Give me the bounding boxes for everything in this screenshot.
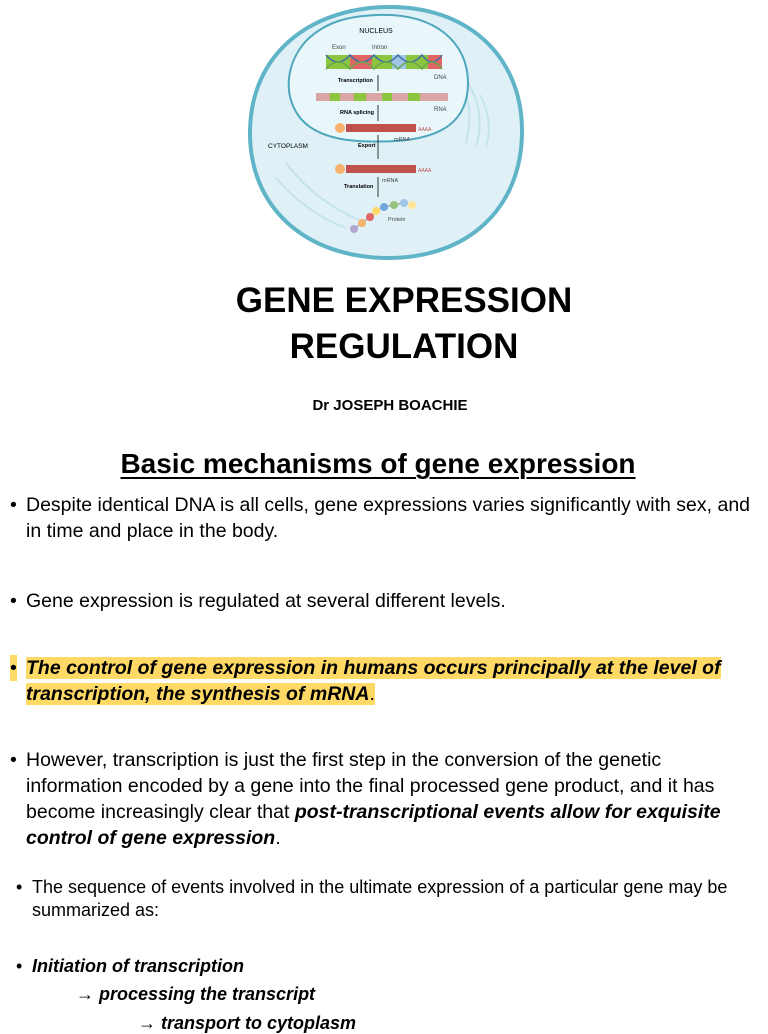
- bullet-text: Initiation of transcription: [32, 956, 244, 976]
- protein-label: Protein: [388, 217, 405, 223]
- title-line-1: GENE EXPRESSION: [235, 281, 573, 320]
- bullet-text: The sequence of events involved in the u…: [32, 877, 728, 920]
- rna-label: RNA: [434, 107, 447, 113]
- intron-label: Intron: [372, 45, 387, 51]
- gene-expression-cell-diagram: NUCLEUS Exon Intron DNA Transcription RN…: [247, 4, 525, 261]
- step-processing-transcript: → processing the transcript: [76, 984, 316, 1004]
- pre-mrna: [316, 93, 448, 101]
- bullet-text: Despite identical DNA is all cells, gene…: [26, 494, 751, 542]
- exon-label: Exon: [332, 45, 346, 51]
- bullet-item-6: • Initiation of transcription: [16, 955, 768, 978]
- slide-title: GENE EXPRESSION REGULATION: [0, 278, 768, 370]
- dna-label: DNA: [434, 75, 447, 81]
- emphasis-text: post-transcriptional events allow for ex…: [26, 801, 721, 849]
- bullet-tail: .: [369, 683, 375, 705]
- mrna-label-2: mRNA: [382, 178, 399, 184]
- bullet-text: However, transcription is just the first…: [26, 749, 715, 823]
- bullet-tail: .: [275, 827, 281, 849]
- author-name: Dr JOSEPH BOACHIE: [312, 397, 468, 414]
- bullet-item-5: • The sequence of events involved in the…: [16, 876, 762, 922]
- rna-splicing-label: RNA splicing: [340, 110, 374, 116]
- bullet-dot: •: [10, 590, 17, 612]
- bullet-item-2: • Gene expression is regulated at severa…: [10, 588, 762, 614]
- export-label: Export: [358, 143, 376, 149]
- title-line-2: REGULATION: [289, 327, 519, 366]
- bullet-item-1: • Despite identical DNA is all cells, ge…: [10, 492, 762, 544]
- organelle-lines: [275, 72, 490, 229]
- bullet-dot: •: [10, 749, 17, 771]
- transcription-label: Transcription: [338, 78, 373, 84]
- bullet-item-4: • However, transcription is just the fir…: [10, 747, 762, 851]
- poly-a-tail: AAAA: [418, 127, 432, 133]
- translation-label: Translation: [344, 184, 374, 190]
- mrna-label-1: mRNA: [394, 137, 411, 143]
- bullet-dot: •: [10, 494, 17, 516]
- poly-a-tail-2: AAAA: [418, 168, 432, 174]
- protein-chain: [350, 199, 416, 233]
- cytoplasm-label: CYTOPLASM: [268, 143, 308, 150]
- mrna-cytoplasmic: AAAA: [335, 164, 432, 174]
- bullet-dot: •: [16, 877, 23, 897]
- section-heading: Basic mechanisms of gene expression: [120, 448, 636, 479]
- bullet-dot: •: [10, 655, 17, 681]
- bullet-text: Gene expression is regulated at several …: [26, 590, 506, 612]
- dna-helix: [325, 53, 443, 71]
- bullet-dot: •: [16, 956, 23, 976]
- bullet-item-3-highlighted: • The control of gene expression in huma…: [10, 655, 762, 707]
- nucleus-label: NUCLEUS: [359, 28, 393, 35]
- mrna-nuclear: AAAA: [335, 123, 432, 133]
